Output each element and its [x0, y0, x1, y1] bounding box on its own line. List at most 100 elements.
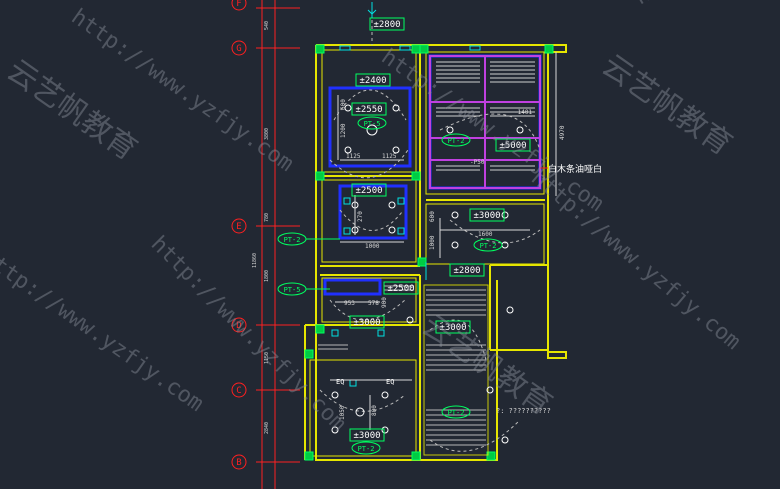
axis-bubble-e	[231, 218, 247, 234]
top-marker	[367, 2, 377, 18]
level-9: ±3000	[353, 318, 380, 328]
level-6: ±5000	[499, 141, 526, 151]
axis-letter-g: G	[236, 44, 241, 54]
axis-spacing-1: 540	[264, 21, 270, 30]
axis-bubble-g	[231, 40, 247, 56]
level-box-3	[351, 102, 387, 116]
axis-bubble-b	[231, 454, 247, 470]
wall-inner-bottom	[309, 359, 417, 457]
axis-letter-d: D	[236, 321, 241, 331]
level-2: ±2400	[359, 76, 386, 86]
dim-900: 900	[381, 297, 388, 308]
walls	[304, 44, 567, 461]
code-ellipse-1	[357, 116, 387, 130]
axis-spacing-6: 2840	[264, 422, 270, 434]
ceiling-cove-small	[323, 278, 382, 296]
axis-bubble-c	[231, 382, 247, 398]
wall-inner-right-mid	[425, 203, 545, 265]
axis-spacing-2: 3800	[264, 128, 270, 140]
axis-spacing-5: 1150	[264, 352, 270, 364]
dimension-lines	[330, 52, 557, 430]
code-ellipse-2	[441, 133, 471, 147]
axis-grid	[256, 0, 300, 489]
dim-4970: 4970	[559, 125, 566, 140]
watermark-brand-1: 云艺帆教育	[0, 53, 143, 168]
material-note: 白木条油哑白	[548, 163, 602, 175]
level-box-1	[369, 17, 405, 31]
wall-inner-mid	[321, 179, 417, 263]
purple-grid	[429, 55, 541, 189]
level-box-4	[351, 183, 387, 197]
dim-1000: 1000	[365, 243, 380, 250]
level-1: ±2800	[373, 20, 400, 30]
wall-inner-small	[321, 277, 417, 323]
dim-800: 800	[371, 405, 378, 416]
level-box-2	[355, 73, 391, 87]
dim-1125-right: 1125	[382, 153, 397, 160]
code-label-6: PT-2	[448, 409, 465, 417]
axis-bubble-f	[231, 0, 247, 11]
level-8: ±2500	[387, 284, 414, 294]
dim-578: 578	[368, 300, 379, 307]
code-label-1: PT-5	[364, 120, 381, 128]
axis-letter-e: E	[236, 222, 241, 232]
level-5: ±3000	[473, 211, 500, 221]
axis-bubble-d	[231, 317, 247, 333]
level-4: ±2500	[355, 186, 382, 196]
dim-270: 270	[357, 211, 364, 222]
lighting-circuits	[319, 20, 541, 452]
dim-1050: 1050	[339, 405, 346, 420]
cyan-fixtures	[331, 45, 481, 387]
level-7: ±2800	[453, 266, 480, 276]
level-box-11	[349, 428, 385, 442]
dim-600: 600	[340, 99, 347, 110]
code-label-2: PT-2	[448, 137, 465, 145]
level-10: ±3000	[439, 323, 466, 333]
level-11: ±3000	[353, 431, 380, 441]
watermark-url-2: http://www.yzfjy.com	[146, 232, 351, 437]
level-box-10	[435, 320, 471, 334]
code-ellipse-6	[441, 405, 471, 419]
level-box-5	[469, 208, 505, 222]
wall-inner-right-upper	[425, 51, 545, 195]
code-label-3: PT-2	[284, 236, 301, 244]
corridor-hatch	[423, 284, 489, 456]
level-3: ±2550	[355, 105, 382, 115]
level-box-7	[449, 263, 485, 277]
dim-1401: -1401	[514, 109, 532, 116]
watermark-url-4: http://www.yzfjy.com	[526, 165, 745, 354]
study-hatch	[436, 61, 535, 171]
watermark-url-6: http://www.yzfjy.com	[631, 0, 780, 10]
level-box-6	[495, 138, 531, 152]
downlights	[331, 104, 524, 444]
dim-1000-mid: 1000	[429, 235, 436, 250]
axis-letter-f: F	[236, 0, 241, 9]
eq-label-1: EQ	[336, 378, 344, 386]
dim-600-mid: 600	[429, 211, 436, 222]
code-label-4: PT-2	[480, 242, 497, 250]
column-markers	[304, 44, 554, 461]
level-box-8	[383, 281, 419, 295]
axis-spacing-3: 780	[264, 213, 270, 222]
eq-label-2: EQ	[386, 378, 394, 386]
axis-letter-b: B	[236, 458, 241, 468]
code-label-5: PT-5	[284, 286, 301, 294]
code-ellipse-7	[351, 441, 381, 455]
ceiling-cove-living	[328, 86, 412, 168]
ceiling-cove-dining	[338, 184, 408, 240]
question-note: ?: ??????????	[496, 407, 551, 415]
dim-1200: 1200	[340, 123, 347, 138]
dim-1125-left: 1125	[346, 153, 361, 160]
code-label-7: PT-2	[358, 445, 375, 453]
dim-1600: 1600	[478, 231, 493, 238]
axis-spacing-4: 1800	[264, 270, 270, 282]
wall-inner-top	[321, 49, 417, 173]
watermark-brand-2: 云艺帆教育	[595, 48, 738, 163]
watermark-layer: http://www.yzfjy.com http://www.yzfjy.co…	[0, 0, 780, 437]
axis-total: 11860	[252, 253, 258, 268]
axis-letter-c: C	[236, 386, 241, 396]
code-ellipse-4	[473, 238, 503, 252]
level-box-9	[349, 315, 385, 329]
dim-p50: -P50	[470, 159, 485, 166]
